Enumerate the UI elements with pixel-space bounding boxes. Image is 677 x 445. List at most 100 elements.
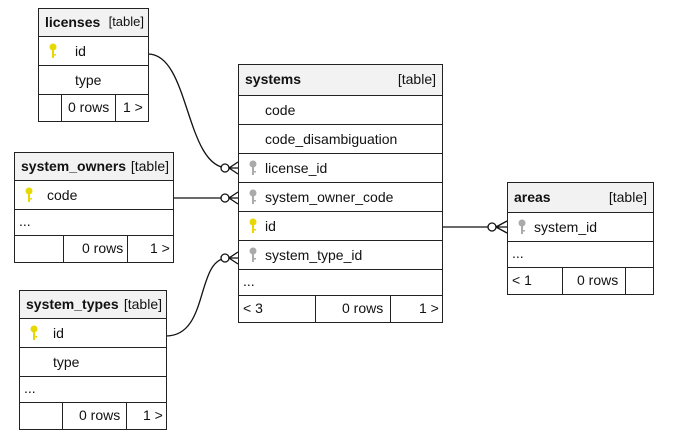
ellipsis: ... [512,245,524,261]
foreign-key-icon [518,219,526,234]
table-header[interactable]: systems [table] [239,65,442,96]
row-count: 0 rows [68,99,110,115]
primary-key-icon [49,43,57,58]
column-name: code_disambiguation [265,131,398,147]
column-name: type [53,354,80,370]
table-name: system_types [26,296,119,312]
footer-next-cell[interactable]: 1 > [127,236,173,262]
relation-crowfoot [228,161,239,175]
column-name: type [75,72,102,88]
next-page-button[interactable]: 1 > [123,99,143,115]
foreign-key-icon [249,189,257,204]
column-row[interactable]: system_owner_code [239,183,442,212]
table-tag: [table] [130,158,169,174]
relation-end-circle [487,222,497,232]
table-footer: 0 rows 1 > [20,403,166,429]
row-count: 0 rows [577,272,619,288]
table-name: system_owners [21,158,127,174]
table-system-types[interactable]: system_types [table] id type ... 0 rows … [19,290,167,430]
primary-key-icon [30,325,38,340]
relation-crowfoot [228,191,239,205]
relation-types-systems [165,257,229,337]
primary-key-icon [249,218,257,233]
column-name: system_owner_code [265,189,394,205]
table-header[interactable]: system_types [table] [20,291,166,319]
footer-prev-cell [20,403,62,429]
column-name: system_type_id [265,247,363,263]
more-columns-row[interactable]: ... [508,242,653,268]
footer-rows-cell: 0 rows [562,268,625,294]
column-row[interactable]: system_id [508,213,653,242]
row-count: 0 rows [79,407,121,423]
column-row[interactable]: id [239,212,442,241]
column-row[interactable]: id [20,319,166,348]
prev-page-button[interactable]: < 1 [512,272,532,288]
footer-rows-cell: 0 rows [63,236,127,262]
footer-prev-cell [15,236,63,262]
column-row[interactable]: code [239,96,442,125]
column-row[interactable]: code_disambiguation [239,125,442,154]
ellipsis: ... [24,380,36,396]
footer-prev-cell[interactable]: < 3 [239,296,315,322]
footer-rows-cell: 0 rows [315,296,390,322]
ellipsis: ... [243,273,255,289]
table-system-owners[interactable]: system_owners [table] code ... 0 rows 1 … [14,152,174,263]
next-page-button[interactable]: 1 > [150,240,170,256]
column-row[interactable]: system_type_id [239,241,442,270]
column-row[interactable]: id [39,37,148,66]
relation-end-circle [220,253,230,263]
footer-rows-cell: 0 rows [62,403,126,429]
column-name: code [265,102,296,118]
column-row[interactable]: type [39,66,148,95]
table-tag: [table] [397,71,436,87]
column-row[interactable]: code [15,181,173,210]
table-areas[interactable]: areas [table] system_id ... < 1 0 rows [507,182,654,295]
column-name: id [75,43,86,59]
column-row[interactable]: license_id [239,154,442,183]
relation-crowfoot [228,251,239,265]
table-header[interactable]: licenses [table] [39,9,148,37]
table-name: areas [514,189,551,205]
footer-next-cell[interactable]: 1 > [126,403,166,429]
table-footer: < 3 0 rows 1 > [239,296,442,322]
table-tag: [table] [108,14,144,29]
footer-prev-cell[interactable]: < 1 [508,268,562,294]
column-row[interactable]: type [20,348,166,377]
table-header[interactable]: system_owners [table] [15,153,173,181]
table-header[interactable]: areas [table] [508,183,653,213]
foreign-key-icon [249,247,257,262]
primary-key-icon [25,187,33,202]
footer-rows-cell: 0 rows [61,95,115,121]
relation-end-circle [220,193,230,203]
column-name: license_id [265,160,328,176]
next-page-button[interactable]: 1 > [143,407,163,423]
more-columns-row[interactable]: ... [15,210,173,236]
column-name: system_id [534,219,598,235]
relation-crowfoot [495,220,508,234]
table-footer: 0 rows 1 > [15,236,173,262]
table-footer: < 1 0 rows [508,268,653,294]
table-name: systems [245,71,302,87]
column-name: id [53,325,64,341]
next-page-button[interactable]: 1 > [419,300,439,316]
more-columns-row[interactable]: ... [20,377,166,403]
row-count: 0 rows [342,300,384,316]
row-count: 0 rows [82,240,124,256]
table-systems[interactable]: systems [table] code code_disambiguation… [238,64,443,323]
footer-next-cell[interactable]: 1 > [390,296,442,322]
footer-next-cell[interactable]: 1 > [115,95,148,121]
column-name: code [47,187,78,203]
relation-end-circle [220,163,230,173]
prev-page-button[interactable]: < 3 [243,300,263,316]
footer-prev-cell [39,95,61,121]
table-licenses[interactable]: licenses [table] id type 0 rows 1 > [38,8,149,122]
more-columns-row[interactable]: ... [239,270,442,296]
table-footer: 0 rows 1 > [39,95,148,121]
ellipsis: ... [19,213,31,229]
column-name: id [265,218,276,234]
table-tag: [table] [608,189,647,205]
relation-licenses-systems [147,53,229,169]
foreign-key-icon [249,160,257,175]
footer-next-cell [625,268,653,294]
